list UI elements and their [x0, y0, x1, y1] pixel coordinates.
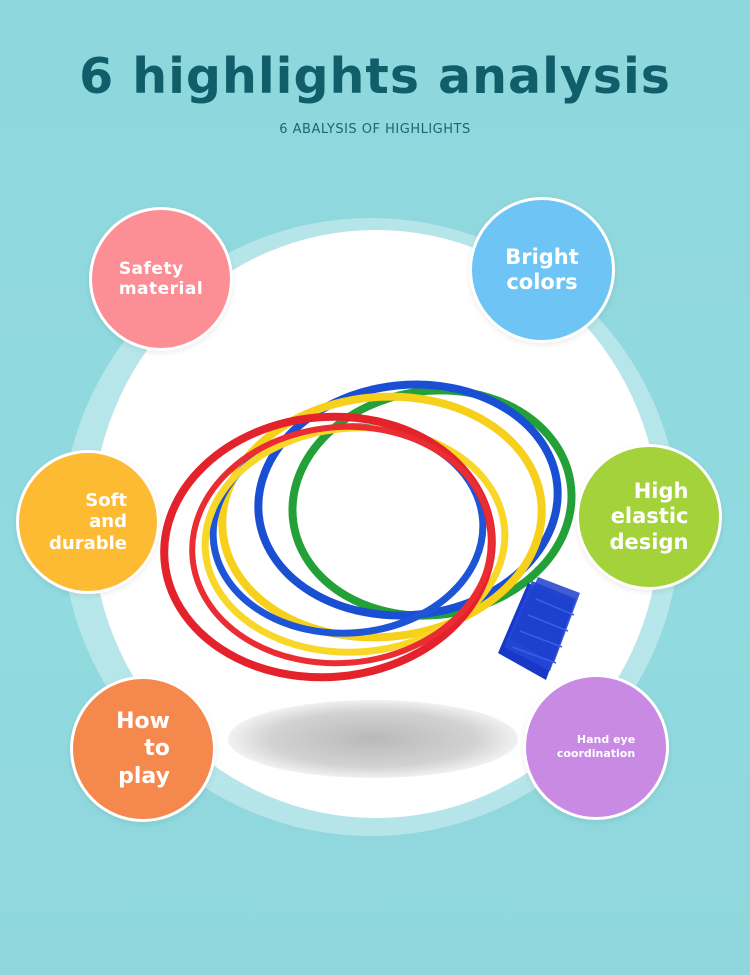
product-shadow [228, 700, 518, 778]
highlight-label: How to play [116, 708, 170, 789]
green-ring [288, 386, 576, 620]
highlight-hand-eye-coordination: Hand eye coordination [523, 674, 669, 820]
yellow-ring [218, 392, 546, 642]
highlight-label: Safety material [118, 258, 204, 299]
highlight-safety-material: Safety material [89, 207, 233, 351]
highlight-label: Bright colors [505, 244, 579, 294]
highlight-how-to-play: How to play [70, 676, 216, 822]
highlight-label: High elastic design [609, 479, 689, 554]
red-ring-inner [189, 423, 495, 667]
highlight-high-elastic-design: High elastic design [576, 444, 722, 590]
connector-clips-icon [498, 577, 580, 680]
highlight-soft-durable: Soft and durable [16, 450, 160, 594]
rainbow-hoop-rings-icon [160, 380, 580, 682]
page-subtitle: 6 ABALYSIS OF HIGHLIGHTS [279, 122, 471, 137]
highlight-label: Soft and durable [49, 489, 127, 554]
highlight-label: Hand eye coordination [556, 733, 636, 760]
page-title: 6 highlights analysis [79, 48, 671, 105]
highlight-bright-colors: Bright colors [469, 197, 615, 343]
